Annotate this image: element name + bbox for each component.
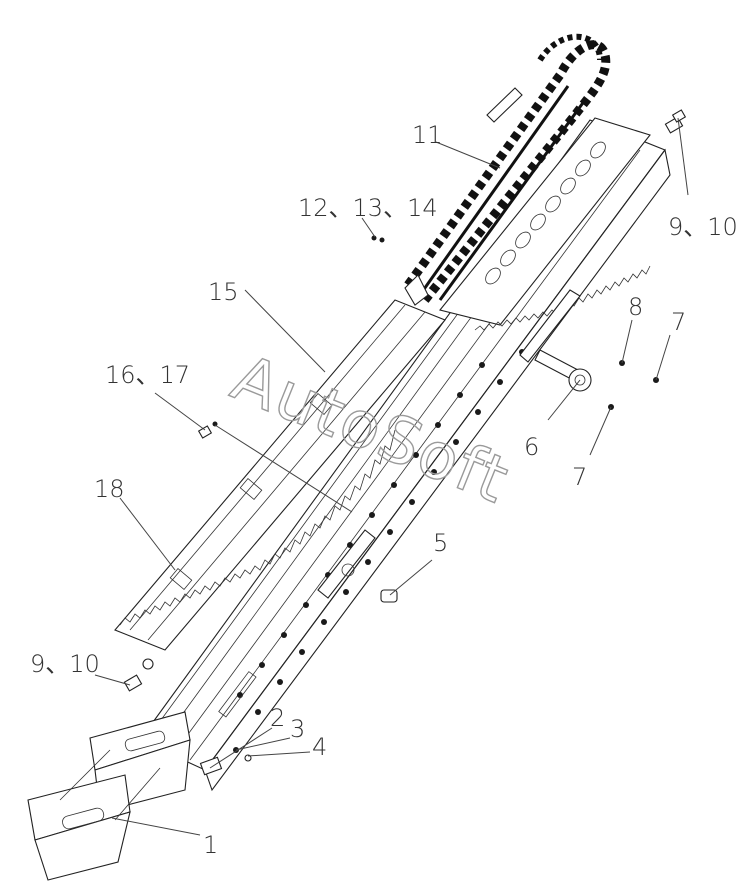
base-bracket xyxy=(27,711,191,881)
callout-labels: 1 2 3 4 5 6 7 7 8 9、10 9、10 11 12、13、14 … xyxy=(30,121,738,859)
callout-7-upper: 7 xyxy=(671,308,686,336)
callout-15: 15 xyxy=(208,278,239,306)
plate-holes xyxy=(485,141,606,285)
callout-2: 2 xyxy=(270,704,285,732)
callout-18: 18 xyxy=(94,475,125,503)
callout-16-17: 16、17 xyxy=(105,361,190,389)
callout-8: 8 xyxy=(628,293,643,321)
rail-bolt-dots xyxy=(237,349,525,715)
callout-4: 4 xyxy=(312,733,327,761)
callout-11: 11 xyxy=(412,121,443,149)
callout-12-13-14: 12、13、14 xyxy=(298,194,438,222)
callout-9-10-left: 9、10 xyxy=(30,650,100,678)
callout-5: 5 xyxy=(433,529,448,557)
callout-3: 3 xyxy=(290,715,305,743)
callout-9-10-right: 9、10 xyxy=(668,213,738,241)
rack-gear-bar xyxy=(114,299,446,651)
callout-7-lower: 7 xyxy=(572,463,587,491)
leader-lines xyxy=(94,117,689,836)
callout-6: 6 xyxy=(524,433,539,461)
main-rail-assembly xyxy=(139,117,671,792)
drag-chain xyxy=(404,33,611,306)
callout-1: 1 xyxy=(203,831,218,859)
